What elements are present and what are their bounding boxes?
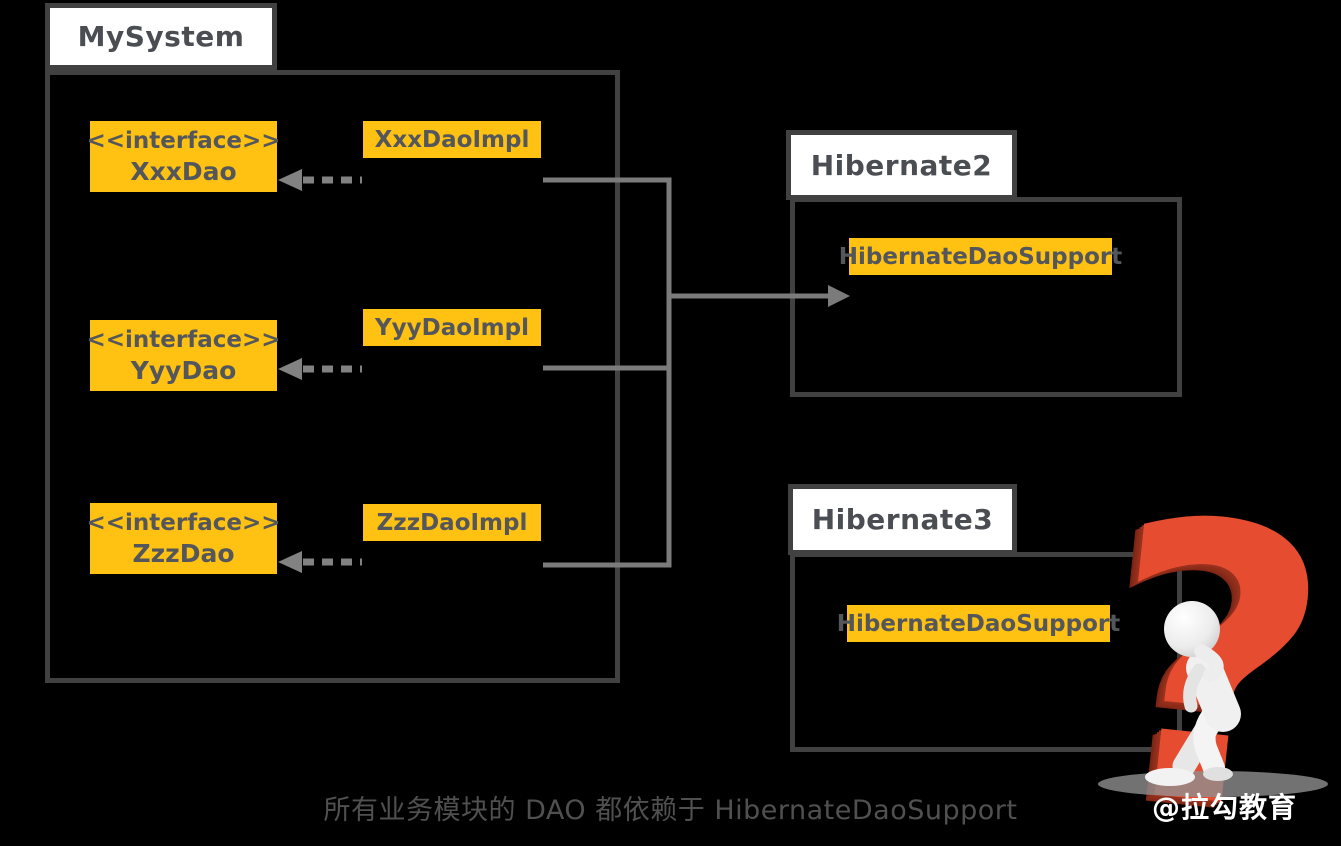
class-box-zzzdaoimpl: ZzzDaoImpl — [363, 504, 541, 541]
interface-box-xxxdao: <<interface>> XxxDao — [86, 121, 281, 192]
stereotype-label: <<interface>> — [86, 509, 281, 536]
interface-box-yyydao: <<interface>> YyyDao — [86, 320, 281, 391]
class-box-xxxdaoimpl: XxxDaoImpl — [363, 121, 541, 158]
package-tab-mysystem: MySystem — [45, 3, 277, 70]
class-box-yyydaoimpl: YyyDaoImpl — [363, 309, 541, 346]
package-tab-hibernate2: Hibernate2 — [786, 130, 1017, 200]
package-tab-hibernate3: Hibernate3 — [788, 484, 1017, 555]
diagram-caption: 所有业务模块的 DAO 都依赖于 HibernateDaoSupport — [323, 795, 1018, 826]
package-body-mysystem — [45, 70, 620, 683]
watermark-label: @拉勾教育 — [1152, 791, 1298, 824]
package-label-mysystem: MySystem — [77, 20, 245, 53]
interface-name: YyyDao — [130, 355, 237, 385]
package-body-hibernate2 — [790, 197, 1182, 397]
class-box-hibernatedaosupport-h3: HibernateDaoSupport — [837, 605, 1120, 642]
interface-box-zzzdao: <<interface>> ZzzDao — [86, 503, 281, 574]
interface-name: XxxDao — [130, 156, 237, 186]
interface-name: ZzzDao — [132, 538, 235, 568]
package-label-hibernate3: Hibernate3 — [811, 503, 994, 536]
package-label-hibernate2: Hibernate2 — [810, 148, 993, 182]
stereotype-label: <<interface>> — [86, 326, 281, 353]
stereotype-label: <<interface>> — [86, 127, 281, 154]
class-box-hibernatedaosupport-h2: HibernateDaoSupport — [839, 238, 1122, 275]
